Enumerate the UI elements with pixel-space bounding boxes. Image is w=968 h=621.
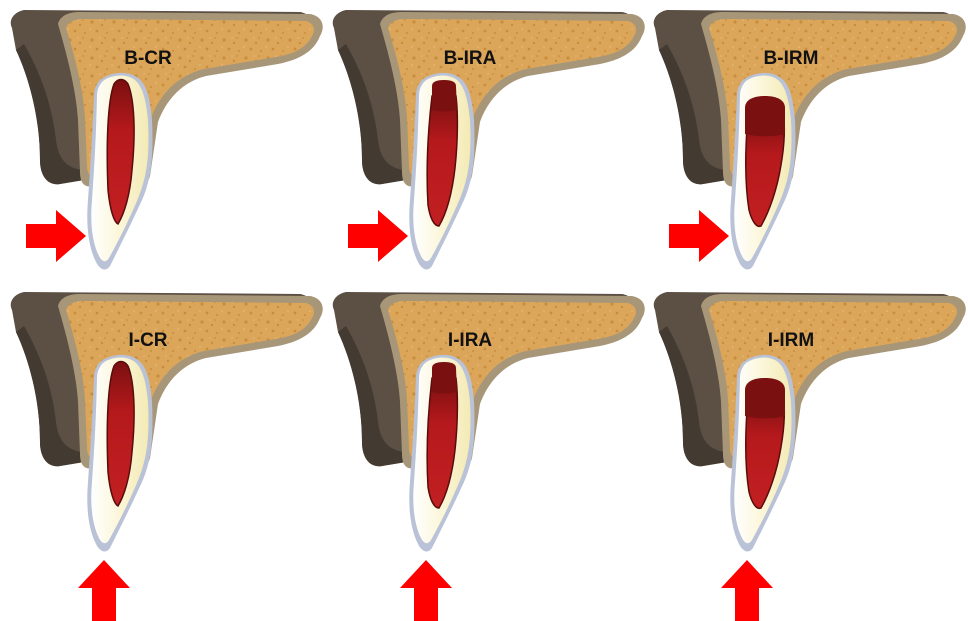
panel-b-ira: B-IRA xyxy=(333,10,645,269)
panel-b-cr: B-CR xyxy=(11,10,323,269)
panel-b-irm: B-IRM xyxy=(654,10,966,269)
canal-restoration xyxy=(745,378,785,418)
panel-label: I-IRM xyxy=(768,330,814,351)
panel-label: I-CR xyxy=(128,330,167,351)
panel-label: B-CR xyxy=(124,48,172,69)
canal-restoration xyxy=(745,96,785,136)
canal-restoration xyxy=(432,80,457,112)
horizontal-load-arrow xyxy=(669,210,729,262)
vertical-load-arrow xyxy=(400,560,452,621)
canal-restoration xyxy=(432,362,457,394)
horizontal-load-arrow xyxy=(348,210,408,262)
panel-label: I-IRA xyxy=(448,330,493,351)
panel-label: B-IRA xyxy=(444,48,497,69)
panel-i-cr: I-CR xyxy=(11,292,323,621)
vertical-load-arrow xyxy=(78,560,130,621)
horizontal-load-arrow xyxy=(26,210,86,262)
panel-i-ira: I-IRA xyxy=(333,292,645,621)
panel-i-irm: I-IRM xyxy=(654,292,966,621)
panel-label: B-IRM xyxy=(764,48,819,69)
vertical-load-arrow xyxy=(721,560,773,621)
